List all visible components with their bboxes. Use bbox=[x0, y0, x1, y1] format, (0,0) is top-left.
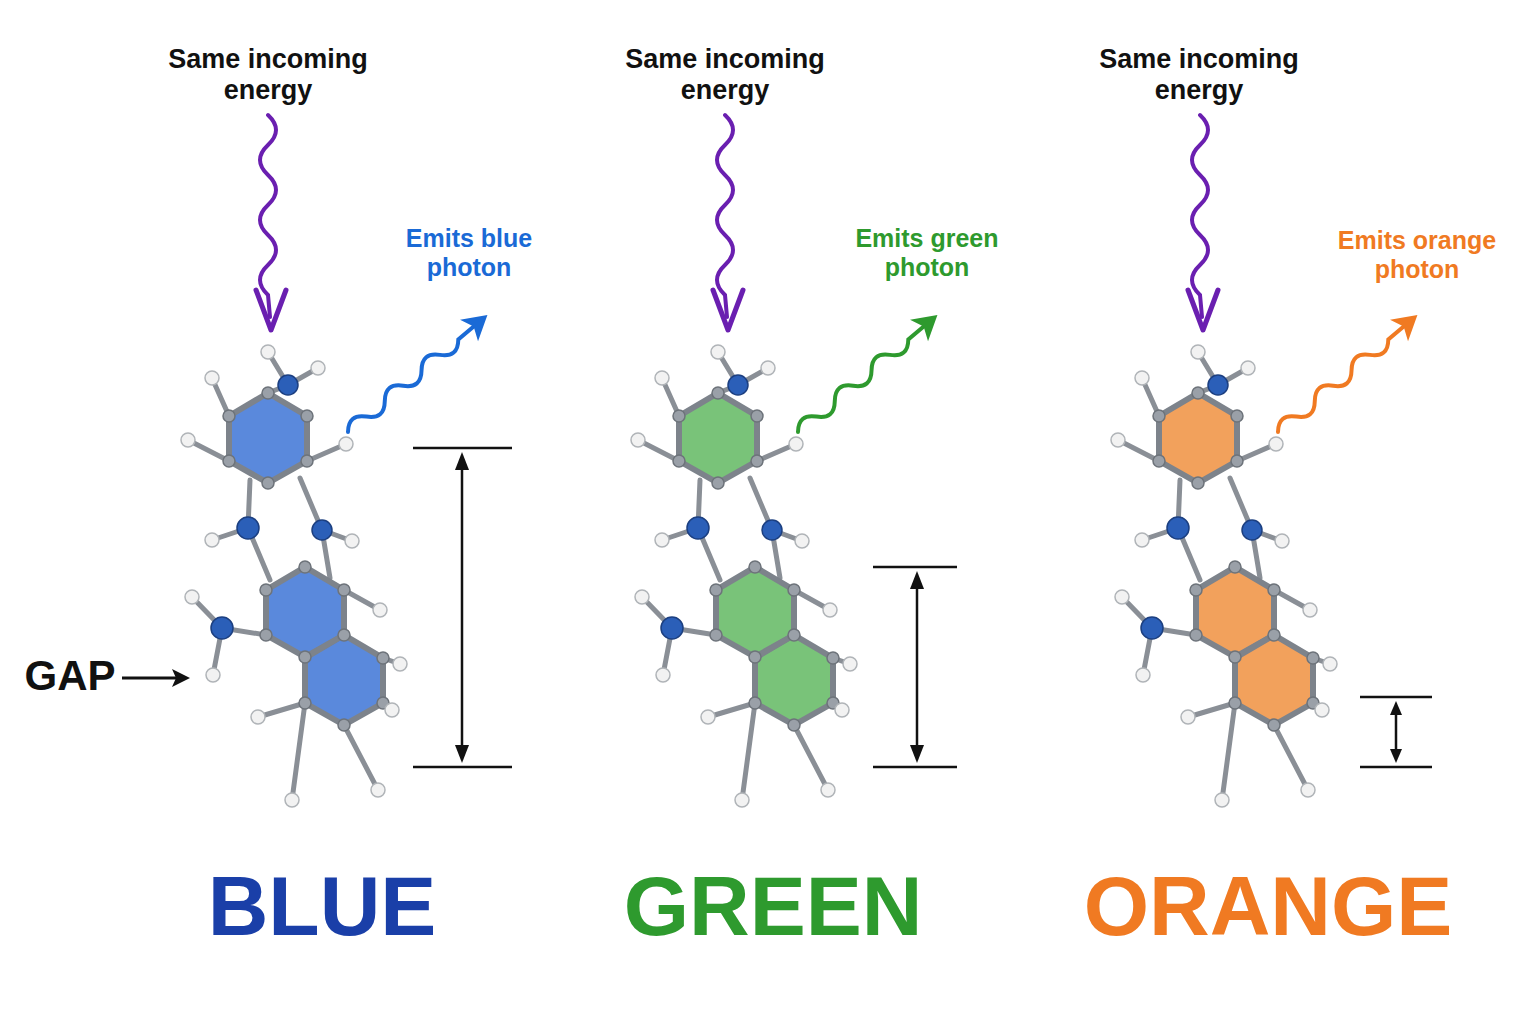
gap-bracket bbox=[413, 448, 1432, 767]
color-name: BLUE bbox=[152, 858, 492, 955]
emission-label: Emits blue photon bbox=[374, 224, 564, 282]
emitted-wave bbox=[789, 304, 946, 442]
emitted-wave bbox=[339, 304, 496, 442]
incoming-wave bbox=[713, 115, 743, 330]
incoming-wave bbox=[256, 115, 1218, 330]
emitted-wave bbox=[339, 304, 1426, 442]
emission-label: Emits orange photon bbox=[1322, 226, 1512, 284]
emitted-wave bbox=[1269, 304, 1426, 442]
color-name: ORANGE bbox=[1058, 858, 1478, 955]
color-name: GREEN bbox=[583, 858, 963, 955]
incoming-wave bbox=[1188, 115, 1218, 330]
molecule-blue bbox=[181, 345, 407, 807]
energy-label: Same incoming energy bbox=[143, 44, 393, 106]
gap-label: GAP bbox=[15, 652, 125, 700]
molecule bbox=[181, 345, 1337, 807]
molecule-orange bbox=[1111, 345, 1337, 807]
incoming-wave bbox=[256, 115, 286, 330]
energy-label: Same incoming energy bbox=[600, 44, 850, 106]
molecule-green bbox=[631, 345, 857, 807]
energy-label: Same incoming energy bbox=[1074, 44, 1324, 106]
emission-label: Emits green photon bbox=[832, 224, 1022, 282]
gap-pointer bbox=[122, 669, 190, 687]
